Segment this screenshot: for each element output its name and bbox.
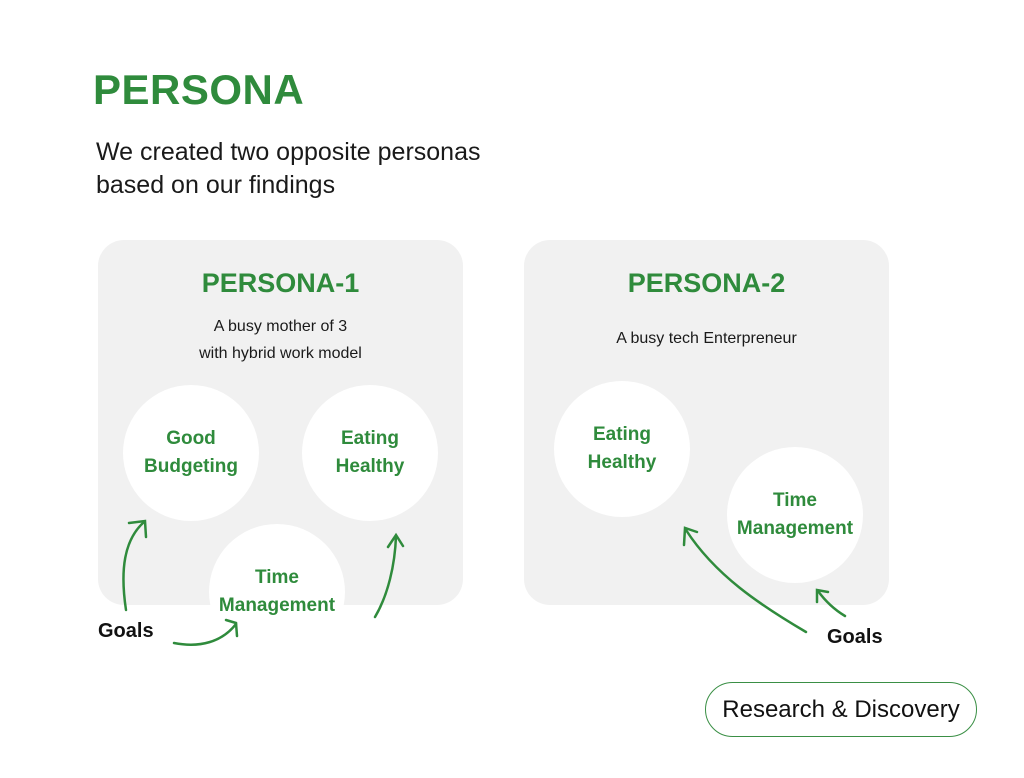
arrow-icon xyxy=(682,526,808,634)
arrow-icon xyxy=(172,618,239,646)
goal-text: Eating xyxy=(592,424,652,445)
goal-text: Healthy xyxy=(335,456,405,477)
arrow-icon xyxy=(122,519,148,612)
goals-label: Goals xyxy=(98,620,154,642)
goal-text: Management xyxy=(218,595,336,616)
persona-1-description: A busy mother of 3 with hybrid work mode… xyxy=(98,313,463,367)
description-line: A busy mother of 3 xyxy=(213,318,348,335)
research-discovery-tag: Research & Discovery xyxy=(705,682,977,737)
goal-text: Time xyxy=(254,567,299,588)
persona-1-title: PERSONA-1 xyxy=(201,268,360,298)
persona-2-description: A busy tech Enterpreneur xyxy=(524,325,889,352)
goal-text: Good xyxy=(166,428,216,449)
description-line: A busy tech Enterpreneur xyxy=(616,330,797,347)
page-title: PERSONA xyxy=(93,66,305,113)
goal-text: Eating xyxy=(340,428,400,449)
goal-text: Time xyxy=(772,490,817,511)
subtitle-line: based on our findings xyxy=(96,171,336,199)
arrow-icon xyxy=(815,588,847,618)
description-line: with hybrid work model xyxy=(199,345,362,362)
page-subtitle: We created two opposite personas based o… xyxy=(96,136,481,202)
arrow-icon xyxy=(373,532,405,619)
goal-text: Budgeting xyxy=(144,456,238,477)
persona-2-title: PERSONA-2 xyxy=(627,268,786,298)
goal-text: Management xyxy=(736,518,854,539)
subtitle-line: We created two opposite personas xyxy=(96,138,481,166)
goals-label: Goals xyxy=(827,626,883,648)
goal-text: Healthy xyxy=(587,452,657,473)
